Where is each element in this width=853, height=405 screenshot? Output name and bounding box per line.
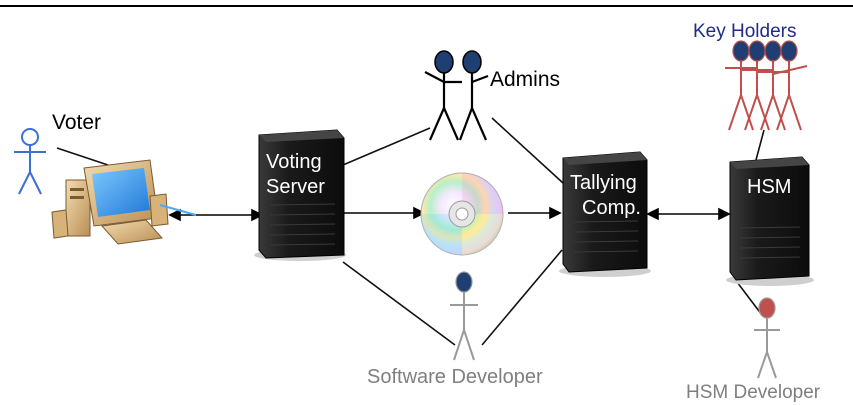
connector-lines — [56, 117, 765, 346]
voting-server-icon — [254, 129, 346, 261]
desktop-computer-icon — [51, 159, 197, 245]
arrowhead-tallying — [549, 206, 562, 220]
voter-figure-icon — [14, 128, 46, 195]
hsm-developer-label: HSM Developer — [686, 382, 821, 403]
voting-server-label-line2: Server — [266, 176, 325, 198]
admins-to-voting-server-line — [342, 127, 431, 166]
tallying-label-line2: Comp. — [582, 197, 641, 219]
keyholders-to-hsm-line — [755, 129, 765, 161]
software-developer-label: Software Developer — [367, 366, 543, 388]
optical-disc-icon — [420, 172, 504, 256]
voter-to-computer-line — [56, 147, 109, 166]
key-holders-heads-icon — [732, 40, 798, 62]
arrowhead-left — [168, 208, 181, 222]
hsm-label: HSM — [747, 176, 791, 198]
hsm-developer-head-icon — [758, 297, 776, 319]
arrowhead-hsm-side — [718, 207, 731, 221]
admins-to-tallying-line — [491, 117, 564, 184]
hsm-server-icon — [726, 156, 814, 286]
admins-figure-icon — [424, 71, 489, 141]
hsmdev-to-hsm-line — [736, 281, 763, 316]
admins-heads-icon — [434, 50, 482, 74]
software-developer-figure-icon — [450, 292, 478, 361]
dev-to-voting-server-line — [342, 261, 456, 346]
admins-label: Admins — [490, 68, 560, 91]
voter-label: Voter — [52, 111, 101, 134]
flow-arrows — [168, 206, 731, 222]
arrowhead-disc — [413, 206, 426, 220]
arrowhead-tallying-side — [646, 207, 659, 221]
key-holders-figures-icon — [725, 58, 808, 131]
key-holders-label: Key Holders — [693, 21, 797, 42]
tallying-label-line1: Tallying — [570, 172, 637, 194]
software-developer-head-icon — [455, 271, 473, 293]
tallying-computer-icon — [559, 151, 651, 277]
voting-server-label-line1: Voting — [266, 151, 322, 173]
arrowhead-right — [251, 208, 264, 222]
dev-to-tallying-line — [481, 249, 563, 346]
hsm-developer-figure-icon — [754, 318, 780, 379]
